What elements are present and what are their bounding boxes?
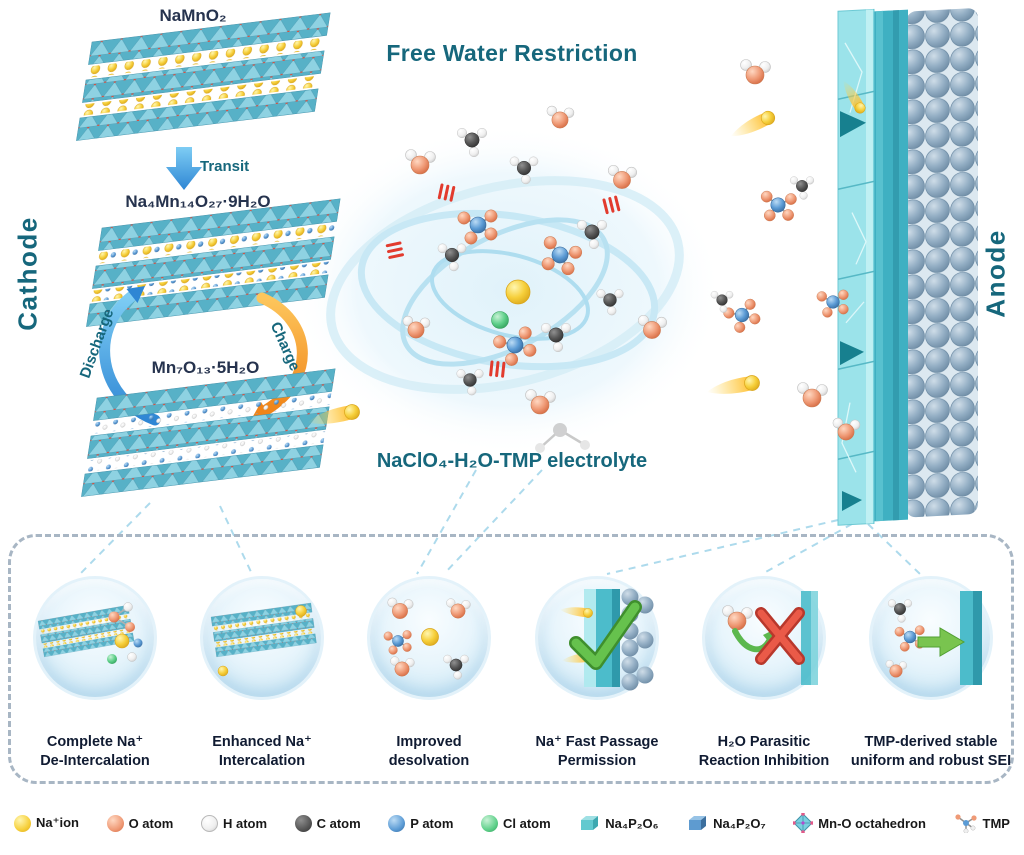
faded-molecule xyxy=(535,423,590,453)
na4p2o6-cube-icon xyxy=(581,816,599,830)
solvation-swirl xyxy=(326,176,684,394)
anode-stack xyxy=(837,8,978,526)
mechanism-panel: Complete Na⁺De-Intercalation Enhanced Na… xyxy=(8,534,1014,784)
electrolyte-cluster xyxy=(385,105,668,453)
legend-item-mno-octahedron: Mn-O octahedron xyxy=(793,813,926,833)
legend-item-p-atom: P atom xyxy=(388,814,453,832)
cathode-structure-namno2 xyxy=(75,12,331,142)
legend-item-cl-atom: Cl atom xyxy=(480,814,551,832)
legend-item-h-atom: H atom xyxy=(200,814,267,832)
transit-label: Transit xyxy=(200,158,250,175)
formula-mn7o13: Mn₇O₁₃·5H₂O xyxy=(151,358,260,377)
panel-illustration-1 xyxy=(37,602,143,664)
legend-item-tmp: TMP xyxy=(954,813,1010,833)
caption-intercalation: Enhanced Na⁺Intercalation xyxy=(212,734,312,769)
panel-circle-fast-passage xyxy=(538,579,656,697)
panel-circle-stable-sei xyxy=(872,579,990,697)
legend-item-na-ion: Na⁺ion xyxy=(14,814,79,832)
anode-sphere-column xyxy=(906,8,978,518)
legend-item-o-atom: O atom xyxy=(106,814,173,832)
panel-illustration-4 xyxy=(558,588,654,691)
c-atom-icon xyxy=(294,814,312,832)
h-atom-icon xyxy=(200,814,218,832)
formula-na4mn14o27: Na₄Mn₁₄O₂₇·9H₂O xyxy=(125,192,271,211)
legend: Na⁺ion O atom H atom C atom P atom Cl at… xyxy=(0,798,1024,848)
sei-glass-layer xyxy=(837,8,875,526)
panel-illustration-5 xyxy=(721,591,818,685)
panel-circle-de-intercalation xyxy=(36,579,154,697)
panel-circle-intercalation xyxy=(203,579,321,697)
panel-circle-parasitic-inhibition xyxy=(705,579,823,697)
mno-octahedron-icon xyxy=(793,813,814,833)
panel-illustration-3 xyxy=(383,596,472,681)
arrow-right-icon xyxy=(917,627,965,657)
cross-icon xyxy=(755,607,805,665)
electrolyte-label: NaClO₄-H₂O-TMP electrolyte xyxy=(376,450,648,472)
formula-namno2: NaMnO₂ xyxy=(159,6,227,25)
cl-atom-icon xyxy=(480,814,498,832)
legend-item-na4p2o7: Na₄P₂O₇ xyxy=(686,814,766,832)
na-ion-icon xyxy=(14,814,31,832)
cathode-label: Cathode xyxy=(12,216,43,331)
cl-ion xyxy=(491,311,509,329)
o-atom-icon xyxy=(106,814,124,832)
main-title: Free Water Restriction xyxy=(386,40,638,66)
ion-channel-funnels xyxy=(840,111,866,512)
na-ion-center xyxy=(505,279,531,305)
caption-de-intercalation: Complete Na⁺De-Intercalation xyxy=(40,734,150,769)
legend-item-na4p2o6: Na₄P₂O₆ xyxy=(578,814,659,832)
panel-illustration-6 xyxy=(885,591,982,685)
panel-circle-desolvation xyxy=(370,579,488,697)
anode-label: Anode xyxy=(980,229,1011,318)
transit-arrow xyxy=(166,147,202,190)
panel-connector-lines xyxy=(79,469,921,575)
panel-illustration-2 xyxy=(210,602,317,677)
na4p2o7-cube-icon xyxy=(689,816,707,830)
p-atom-icon xyxy=(388,814,406,832)
legend-item-c-atom: C atom xyxy=(294,814,361,832)
tmp-molecule-icon xyxy=(954,814,977,833)
